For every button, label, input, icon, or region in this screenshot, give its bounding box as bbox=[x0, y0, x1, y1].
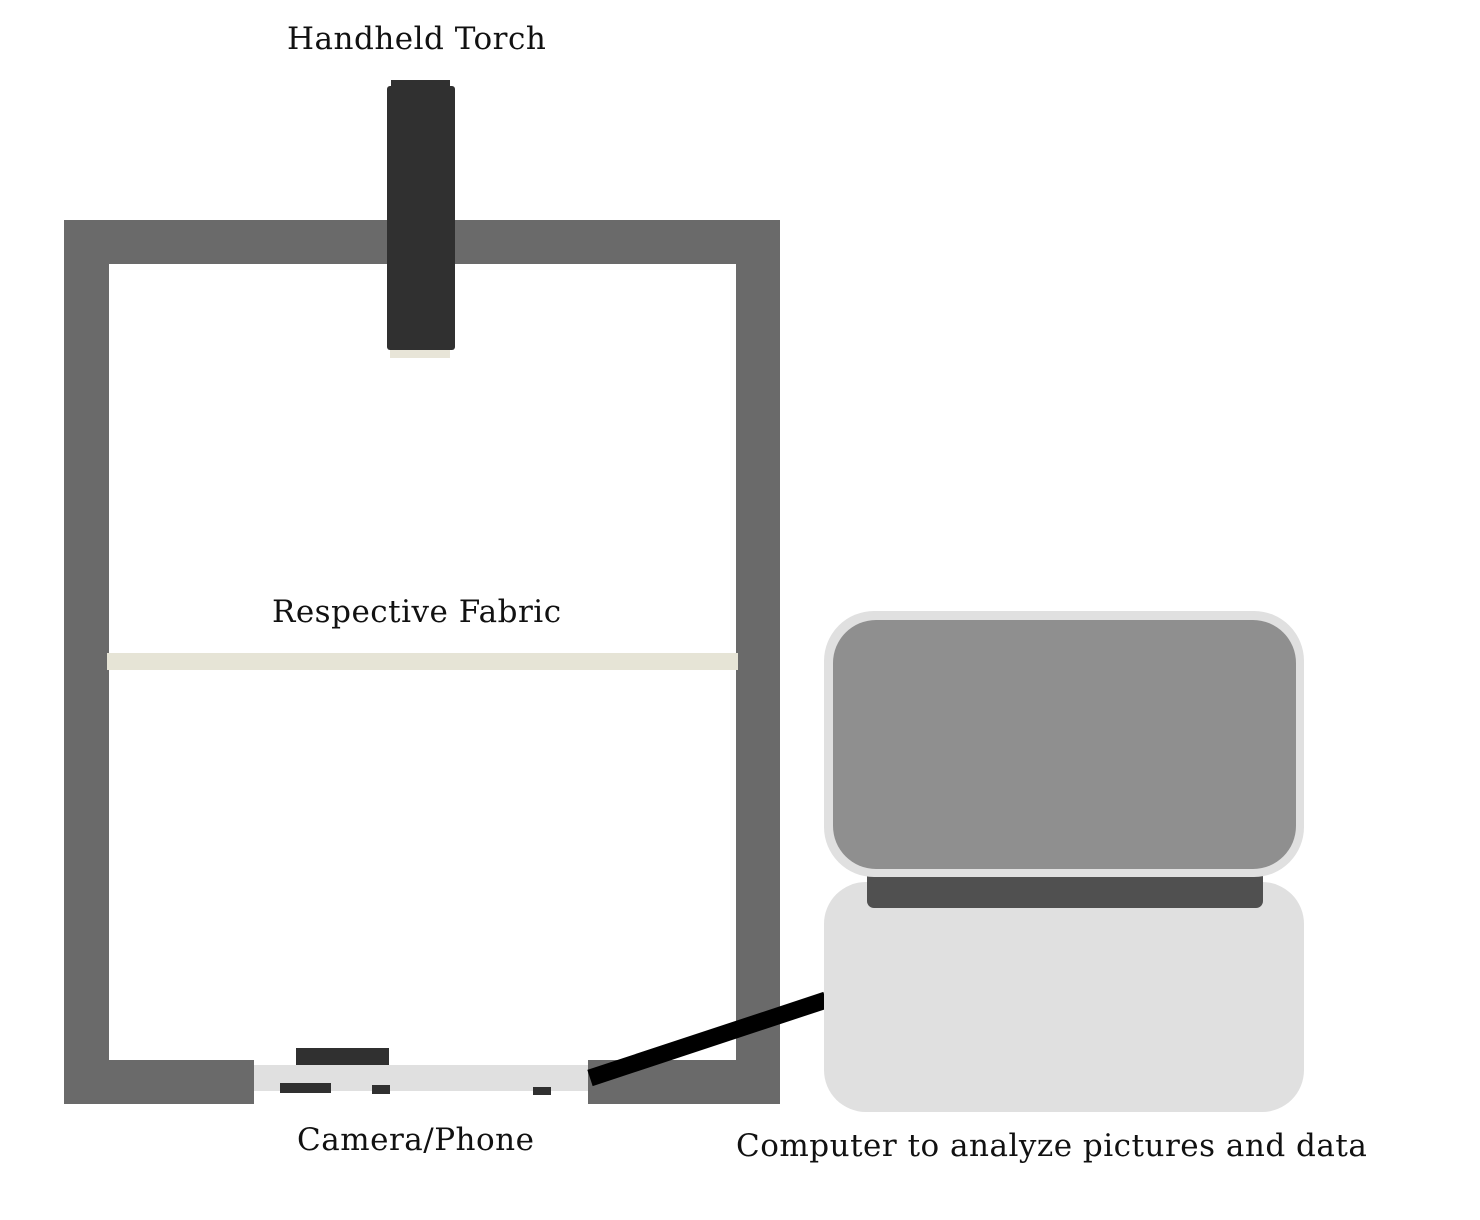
monitor-screen bbox=[833, 620, 1296, 869]
frame-right-wall bbox=[736, 220, 780, 1104]
torch-icon bbox=[387, 80, 455, 358]
phone-detail bbox=[372, 1085, 390, 1094]
frame-top-left bbox=[109, 220, 392, 264]
fabric-label: Respective Fabric bbox=[272, 594, 562, 630]
phone-detail bbox=[280, 1083, 331, 1093]
phone-icon bbox=[254, 1048, 588, 1095]
torch-label: Handheld Torch bbox=[287, 21, 547, 57]
torch-cap bbox=[391, 80, 450, 90]
frame-bottom-left bbox=[109, 1060, 254, 1104]
torch-body bbox=[387, 86, 455, 350]
computer-base bbox=[824, 882, 1304, 1112]
frame-left-wall bbox=[64, 220, 109, 1104]
data-cable bbox=[587, 991, 829, 1087]
frame-top-right bbox=[448, 220, 736, 264]
phone-side-button bbox=[296, 1048, 389, 1065]
fabric-strip bbox=[107, 653, 738, 670]
computer-icon bbox=[824, 611, 1304, 1112]
camera-label: Camera/Phone bbox=[297, 1122, 535, 1158]
computer-label: Computer to analyze pictures and data bbox=[736, 1128, 1368, 1164]
box-frame bbox=[64, 220, 780, 1104]
phone-detail bbox=[533, 1087, 551, 1095]
